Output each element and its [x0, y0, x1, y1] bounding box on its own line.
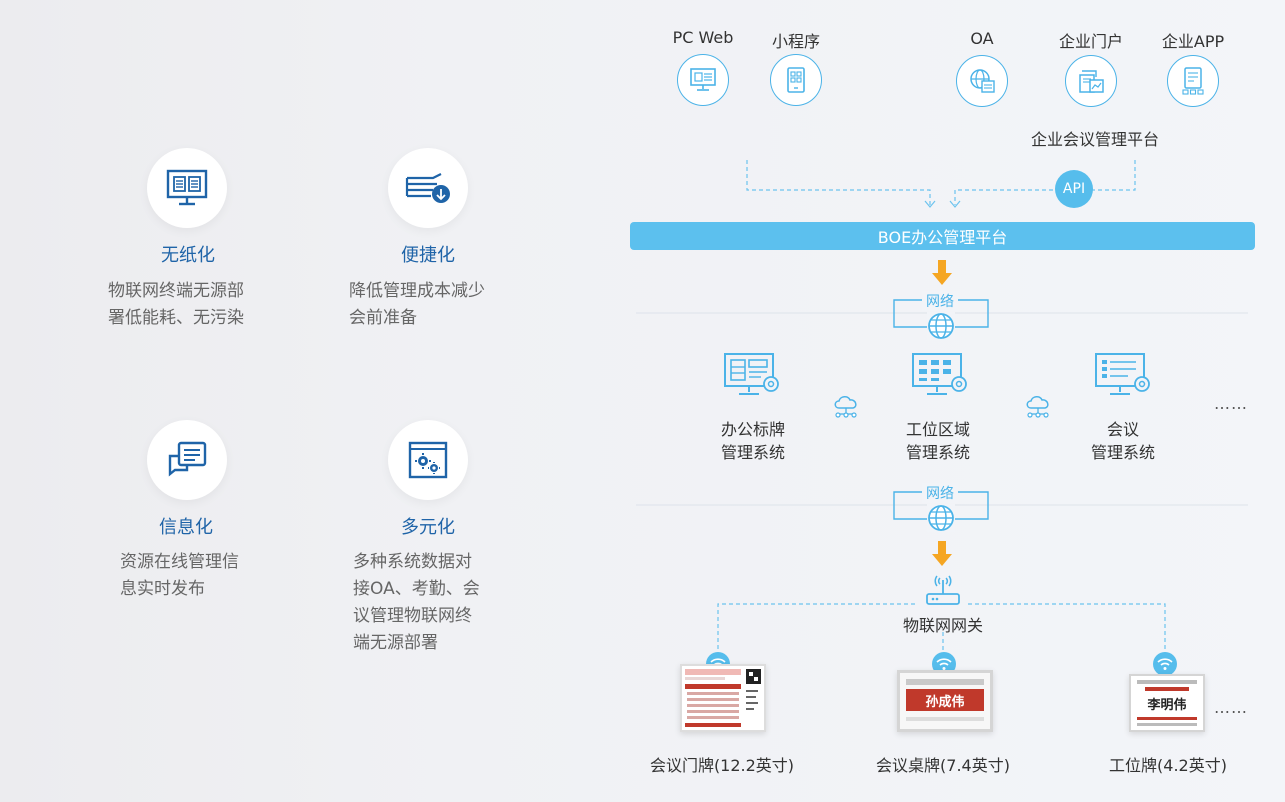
feature-desc-line: 会前准备 [349, 308, 417, 328]
feature-title: 无纸化 [161, 245, 215, 266]
feature-desc-line: 息实时发布 [120, 579, 205, 599]
wifi-icon [1153, 652, 1177, 676]
layers-download-icon [388, 148, 468, 228]
globe-doc-icon[interactable] [956, 55, 1008, 107]
book-monitor-icon [147, 148, 227, 228]
channel-label-miniprogram: 小程序 [771, 32, 820, 51]
device-label-tableplate: 会议桌牌(7.4英寸) [876, 756, 1010, 775]
channel-label-app: 企业APP [1161, 32, 1225, 51]
feature-title: 信息化 [159, 517, 213, 538]
meeting-doorplate-device [680, 664, 766, 732]
feature-desc: 多种系统数据对 接OA、考勤、会 议管理物联网终 端无源部署 [353, 549, 518, 657]
feature-desc-line: 降低管理成本减少 [349, 281, 485, 301]
feature-desc-line: 物联网终端无源部 [108, 281, 244, 301]
globe-icon [927, 504, 955, 532]
system-label-line: 工位区域 [905, 420, 970, 439]
device-label-workstation: 工位牌(4.2英寸) [1109, 756, 1227, 775]
channel-label-portal: 企业门户 [1058, 32, 1123, 51]
workstation-plate-device: 李明伟 [1129, 674, 1205, 732]
system-label-line: 管理系统 [720, 443, 785, 462]
meeting-system-icon [1094, 352, 1154, 400]
feature-desc-line: 资源在线管理信 [120, 552, 239, 572]
feature-desc-line: 议管理物联网终 [353, 606, 472, 626]
system-label-workstation: 工位区域 管理系统 [883, 418, 993, 464]
workstation-plate-name: 李明伟 [1147, 698, 1187, 713]
tableplate-name: 孙成伟 [925, 694, 965, 710]
cloud-network-icon [831, 392, 861, 420]
cloud-network-icon [1023, 392, 1053, 420]
feature-desc-line: 端无源部署 [353, 633, 438, 653]
feature-desc-line: 接OA、考勤、会 [353, 579, 480, 599]
feature-desc-line: 多种系统数据对 [353, 552, 472, 572]
mobile-app-icon[interactable] [1167, 55, 1219, 107]
network-label: 网络 [922, 291, 958, 311]
channel-label-oa: OA [970, 29, 994, 48]
iot-gateway-icon [923, 574, 963, 608]
device-label-doorplate: 会议门牌(12.2英寸) [649, 756, 795, 775]
phone-icon[interactable] [770, 54, 822, 106]
signage-system-icon [723, 352, 783, 400]
system-label-meeting: 会议 管理系统 [1068, 418, 1178, 464]
feature-title: 便捷化 [401, 245, 455, 266]
chat-bubble-icon [147, 420, 227, 500]
system-label-signage: 办公标牌 管理系统 [698, 418, 808, 464]
gear-window-icon [388, 420, 468, 500]
feature-desc: 资源在线管理信 息实时发布 [120, 549, 285, 603]
meeting-tableplate-device: 孙成伟 [897, 670, 993, 732]
globe-icon [927, 312, 955, 340]
systems-ellipsis: …… [1214, 394, 1248, 413]
workstation-system-icon [911, 352, 971, 400]
system-label-line: 办公标牌 [720, 420, 785, 439]
arrow-down-icon [931, 260, 953, 286]
network-label: 网络 [922, 483, 958, 503]
enterprise-platform-label: 企业会议管理平台 [1030, 130, 1159, 149]
monitor-icon[interactable] [677, 54, 729, 106]
channel-label-pcweb: PC Web [672, 28, 734, 47]
system-label-line: 管理系统 [1090, 443, 1155, 462]
arrow-down-icon [931, 541, 953, 567]
system-label-line: 管理系统 [905, 443, 970, 462]
feature-desc-line: 署低能耗、无污染 [108, 308, 244, 328]
gateway-label: 物联网网关 [902, 616, 983, 635]
feature-desc: 物联网终端无源部 署低能耗、无污染 [108, 278, 273, 332]
devices-ellipsis: …… [1214, 698, 1248, 717]
tableplate-screen: 孙成伟 [906, 689, 984, 711]
portal-icon[interactable] [1065, 55, 1117, 107]
boe-platform-bar: BOE办公管理平台 [630, 222, 1255, 250]
api-badge: API [1055, 170, 1093, 208]
system-label-line: 会议 [1106, 420, 1139, 439]
feature-desc: 降低管理成本减少 会前准备 [349, 278, 514, 332]
feature-title: 多元化 [401, 517, 455, 538]
